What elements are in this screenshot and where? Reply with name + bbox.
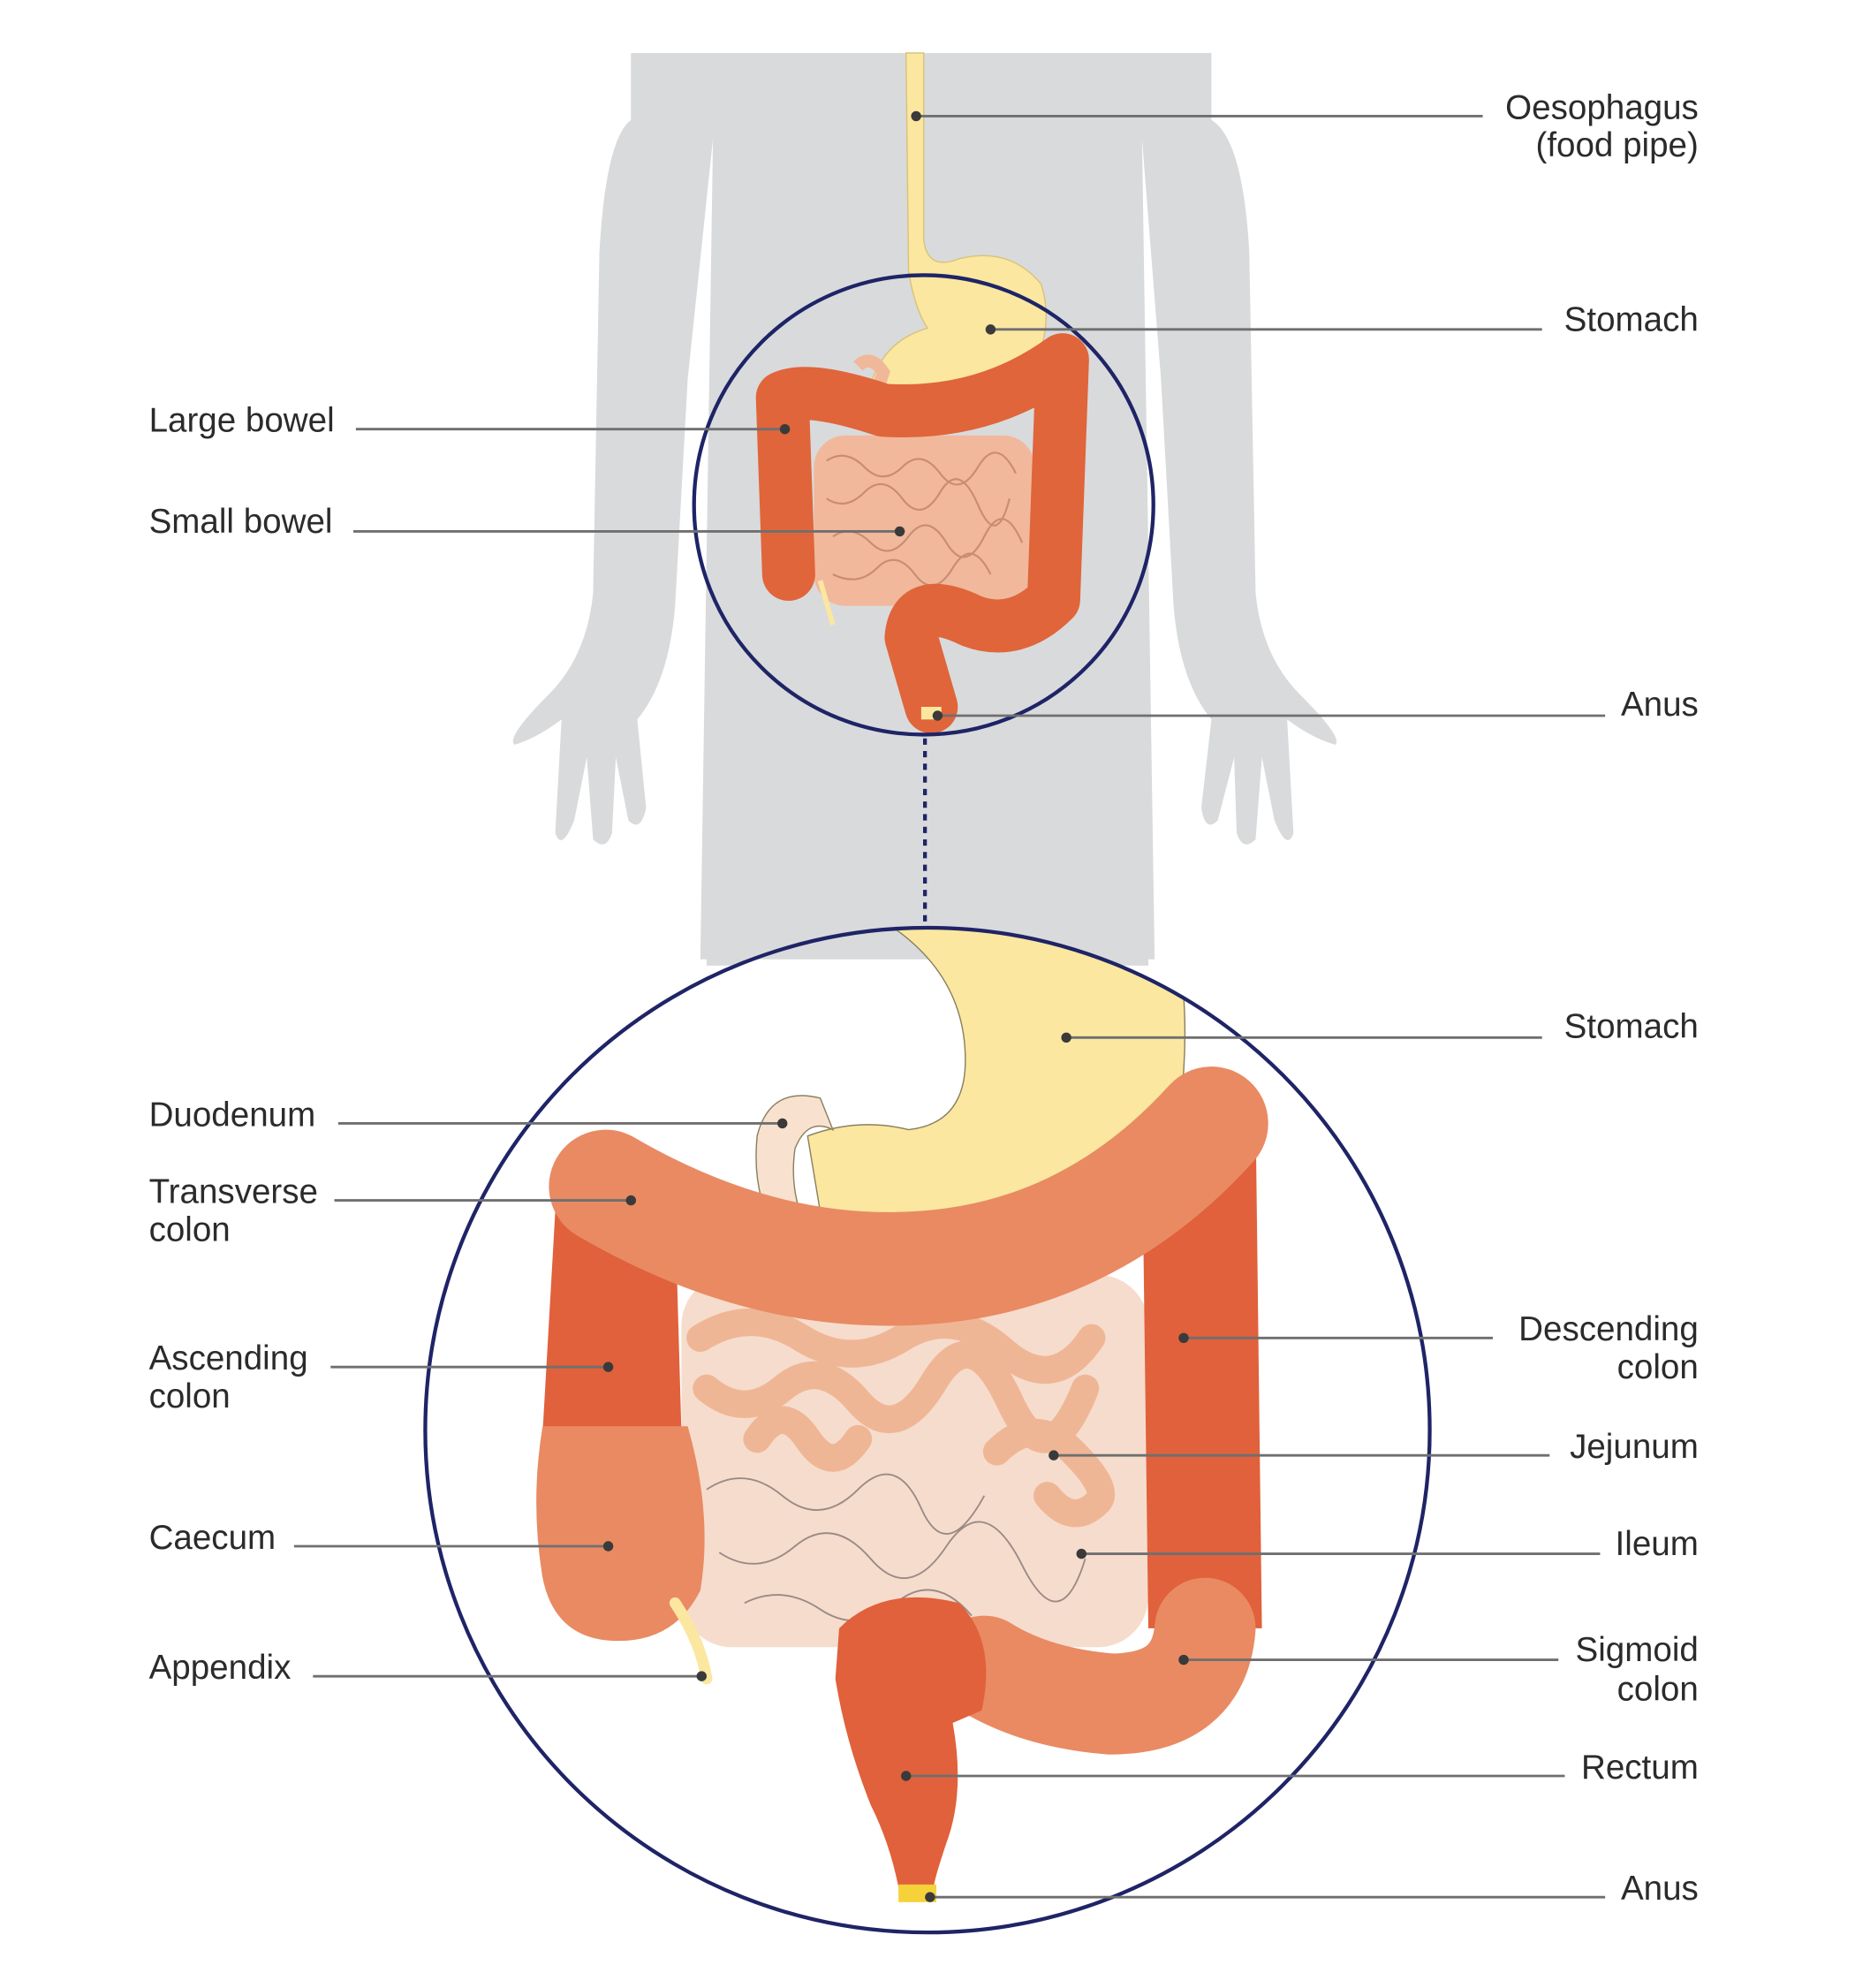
label-oesophagus: Oesophagus [1505,88,1699,126]
detail-circle [423,925,1432,1935]
label-stomach-overview: Stomach [1564,300,1699,338]
label-descending-colon: Descending [1518,1310,1699,1348]
label-duodenum: Duodenum [149,1096,316,1134]
label-descending-colon-2: colon [1617,1348,1699,1386]
detail-organs [536,929,1268,1902]
label-appendix: Appendix [149,1649,292,1687]
label-oesophagus-sub: (food pipe) [1535,126,1698,164]
label-caecum: Caecum [149,1519,276,1557]
label-sigmoid-colon-2: colon [1617,1670,1699,1708]
label-transverse-colon: Transverse [149,1172,318,1210]
label-sigmoid-colon: Sigmoid [1576,1631,1699,1669]
transverse-colon [549,1066,1268,1326]
small-bowel [814,435,1035,606]
label-stomach-detail: Stomach [1564,1007,1699,1045]
large-bowel [755,333,1089,733]
label-large-bowel: Large bowel [149,402,335,440]
label-anus-detail: Anus [1621,1870,1699,1908]
label-ileum: Ileum [1616,1525,1699,1563]
leader-lines [293,110,1606,1902]
label-ascending-colon: Ascending [149,1339,308,1377]
label-small-bowel: Small bowel [149,503,333,541]
label-ascending-colon-2: colon [149,1377,231,1415]
label-transverse-colon-2: colon [149,1210,231,1248]
appendix [669,1597,713,1685]
labels: Oesophagus (food pipe) Stomach Large bow… [149,88,1699,1908]
overview-organs [755,52,1089,733]
caecum [536,1426,705,1642]
overview-circle [692,273,1155,737]
sigmoid-colon [934,1577,1256,1755]
descending-colon [1141,1111,1262,1628]
label-rectum: Rectum [1581,1749,1699,1787]
label-jejunum: Jejunum [1570,1428,1699,1466]
rectum [835,1597,987,1887]
label-anus-overview: Anus [1621,686,1699,724]
